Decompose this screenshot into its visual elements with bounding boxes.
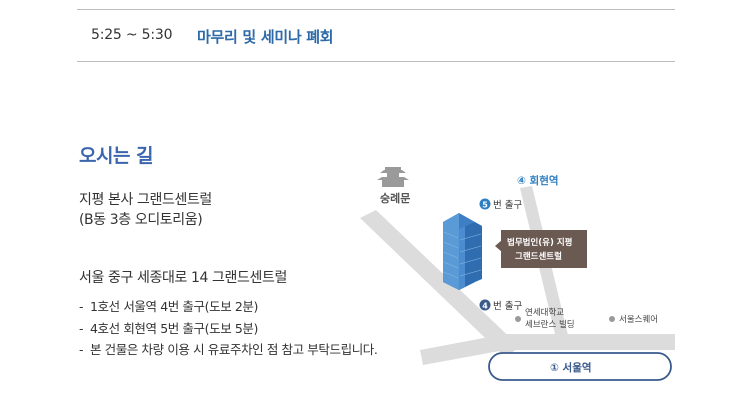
yonsei-label-line1: 연세대학교 bbox=[525, 307, 564, 318]
exit5-number: 5 bbox=[482, 201, 488, 210]
seoul-station-label: ① 서울역 bbox=[550, 361, 592, 374]
address-line1: 지평 본사 그랜드센트럴 bbox=[79, 192, 212, 208]
yonsei-marker-icon bbox=[515, 316, 521, 322]
list-item-text: 1호선 서울역 4번 출구(도보 2분) bbox=[90, 299, 259, 314]
road-main-diagonal bbox=[360, 210, 520, 357]
exit5-marker-icon bbox=[479, 198, 491, 210]
divider-bottom bbox=[77, 61, 675, 62]
location-map: 숭례문 ④ 회현역 5 번 출구 법무법인(유) 지평 그랜드센트럴 4 번 출… bbox=[360, 167, 675, 381]
exit5-label: 번 출구 bbox=[493, 200, 522, 211]
building-label-line1: 법무법인(유) 지평 bbox=[507, 237, 572, 248]
seoul-square-marker-icon bbox=[609, 316, 615, 322]
exit4-number: 4 bbox=[482, 302, 488, 311]
road-bottom bbox=[420, 334, 675, 365]
building-label-box bbox=[501, 230, 587, 268]
address-line2: (B동 3층 오디토리움) bbox=[79, 212, 203, 228]
hoehyeon-station-label: ④ 회현역 bbox=[517, 174, 559, 187]
list-item: -1호선 서울역 4번 출구(도보 2분) bbox=[79, 299, 259, 314]
building-label-pointer bbox=[495, 240, 502, 252]
list-item-text: 본 건물은 차량 이용 시 유료주차인 점 참고 부탁드립니다. bbox=[90, 342, 378, 357]
list-item: -4호선 회현역 5번 출구(도보 5분) bbox=[79, 320, 259, 336]
exit4-marker-icon bbox=[479, 299, 491, 311]
divider-top bbox=[77, 9, 675, 10]
address-line3: 서울 중구 세종대로 14 그랜드센트럴 bbox=[79, 270, 287, 286]
list-item-text: 4호선 회현역 5번 출구(도보 5분) bbox=[90, 320, 259, 336]
schedule-title: 마무리 및 세미나 폐회 bbox=[197, 28, 334, 46]
exit4-label: 번 출구 bbox=[493, 301, 522, 312]
schedule-time: 5:25 ~ 5:30 bbox=[91, 27, 173, 43]
seoul-square-label: 서울스퀘어 bbox=[619, 314, 658, 325]
yonsei-label-line2: 세브란스 빌딩 bbox=[525, 319, 575, 330]
seoul-station-box bbox=[488, 352, 672, 381]
sungnyemun-label: 숭례문 bbox=[380, 191, 410, 205]
directions-heading: 오시는 길 bbox=[79, 145, 154, 167]
building-icon bbox=[443, 213, 482, 290]
list-item: -본 건물은 차량 이용 시 유료주차인 점 참고 부탁드립니다. bbox=[79, 342, 378, 357]
building-label-line2: 그랜드센트럴 bbox=[515, 251, 562, 262]
gate-icon bbox=[377, 167, 409, 187]
directions-list: -1호선 서울역 4번 출구(도보 2분) -4호선 회현역 5번 출구(도보 … bbox=[79, 296, 378, 361]
